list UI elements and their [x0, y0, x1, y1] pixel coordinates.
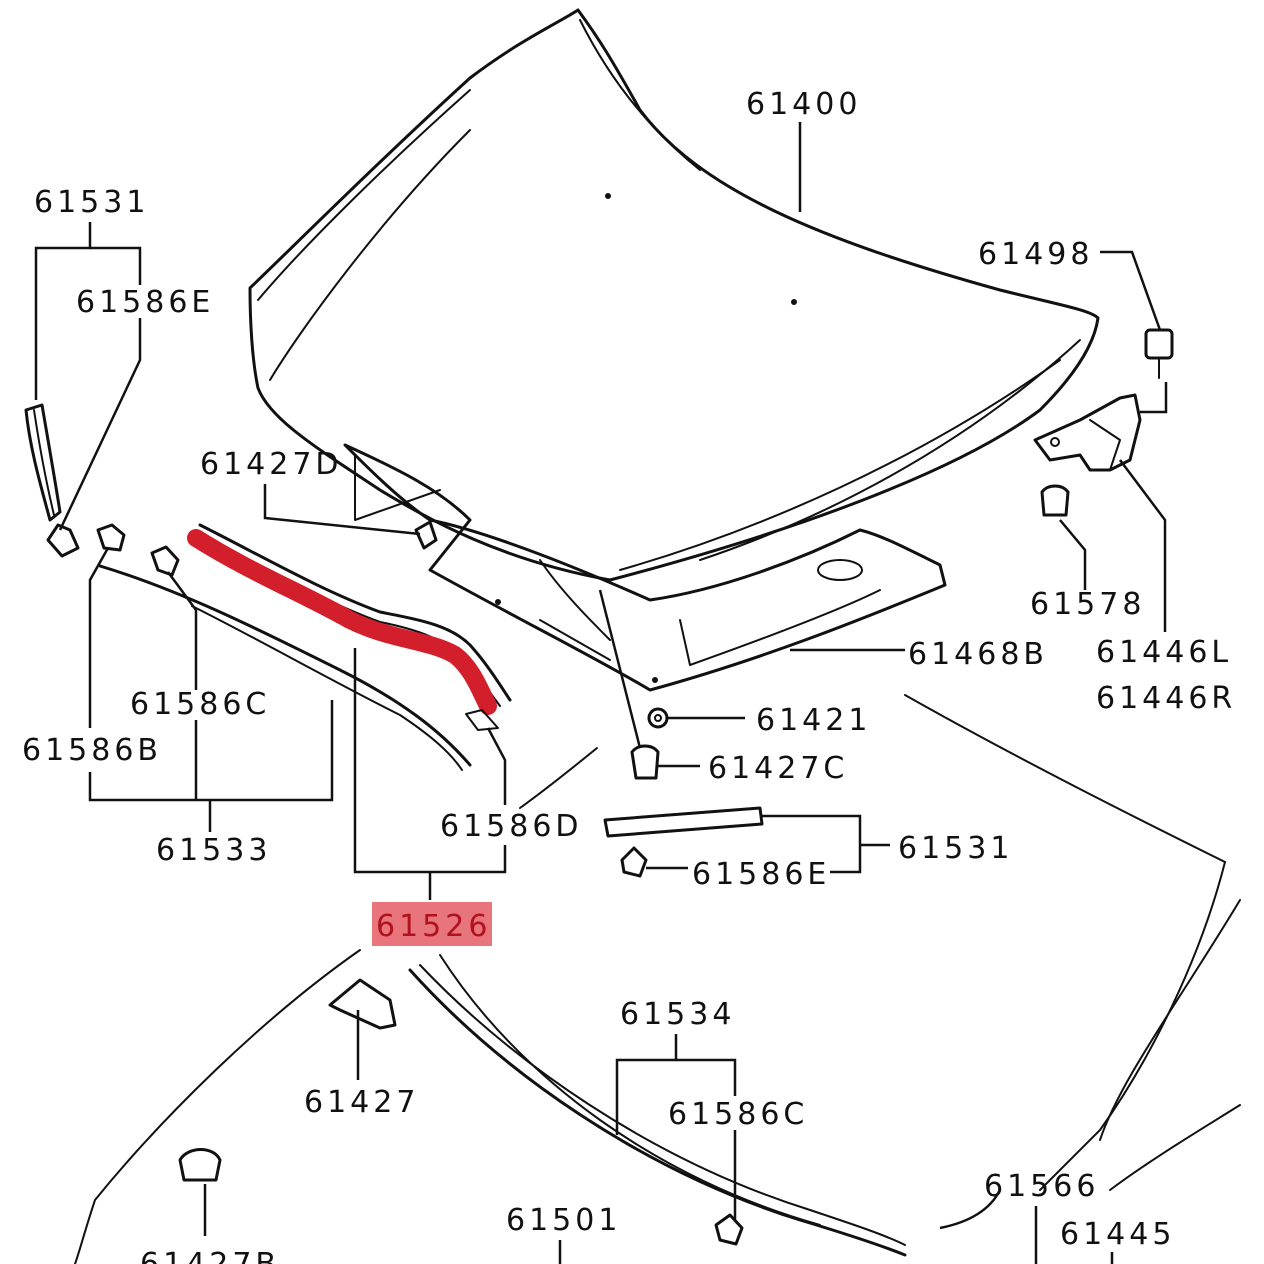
front-seal-strip-lower: [408, 964, 907, 1257]
label-seal-front: 61534: [620, 997, 735, 1032]
label-clip-c-front: 61586C: [668, 1097, 808, 1132]
hinge-bolt-part: [1144, 328, 1174, 379]
highlighted-seal-path: [187, 529, 497, 715]
label-rear-seal-upper-left: 61531: [34, 185, 149, 220]
label-bumper-base: 61578: [1030, 587, 1145, 622]
label-clip-left-upper: 61586E: [76, 285, 214, 320]
front-clip-part: [714, 1213, 744, 1246]
label-clip-e-right: 61586E: [692, 857, 830, 892]
label-clip-d: 61586D: [440, 809, 583, 844]
label-seal-left: 61533: [156, 833, 271, 868]
left-rear-seal: [24, 403, 62, 522]
left-clip-e: [46, 523, 80, 558]
label-insulator: 61468B: [908, 637, 1048, 672]
part-labels: 61400 61531 61586E 61498 61427D 61578 61…: [22, 87, 1236, 1264]
label-stay-holder: 61566: [984, 1169, 1099, 1204]
label-front-seal-highlight: 61526: [376, 909, 491, 944]
label-latch: 61445: [1060, 1217, 1175, 1252]
label-grommet: 61421: [756, 703, 871, 738]
left-clip-b: [96, 523, 126, 552]
label-bumper-d: 61427D: [200, 447, 343, 482]
label-bumper: 61427: [304, 1085, 419, 1120]
label-hood: 61400: [746, 87, 861, 122]
left-clip-c: [150, 545, 180, 577]
label-hinge-bolt: 61498: [978, 237, 1093, 272]
bumper-bracket-part: [328, 978, 397, 1030]
leader-lines: [34, 122, 1168, 1264]
label-hinge-left: 61446L: [1096, 635, 1232, 670]
right-rear-seal-part: [603, 806, 764, 838]
front-seal-part: [187, 523, 512, 731]
right-clip-e-part: [620, 846, 648, 878]
label-hinge-right: 61446R: [1096, 681, 1236, 716]
bumper-c-part: [630, 744, 660, 780]
grommet-part: [647, 707, 669, 729]
hood-inner-frame: [343, 443, 947, 692]
highlight-label-background: [372, 902, 492, 946]
hood-panel: [248, 8, 1100, 582]
label-rear-seal-right: 61531: [898, 831, 1013, 866]
base-bumper-part: [1040, 484, 1070, 517]
label-bumper-b: 61427B: [140, 1247, 280, 1264]
label-clip-c-left: 61586C: [130, 687, 270, 722]
radiator-support-outline: [74, 694, 1241, 1264]
left-seal-strip: [98, 564, 472, 771]
bumper-d-part: [414, 520, 438, 550]
label-bumper-c: 61427C: [708, 751, 848, 786]
label-clip-b: 61586B: [22, 733, 162, 768]
hinge-part: [1033, 393, 1142, 472]
bumper-b-part: [178, 1148, 222, 1182]
label-release-cable: 61501: [506, 1203, 621, 1238]
